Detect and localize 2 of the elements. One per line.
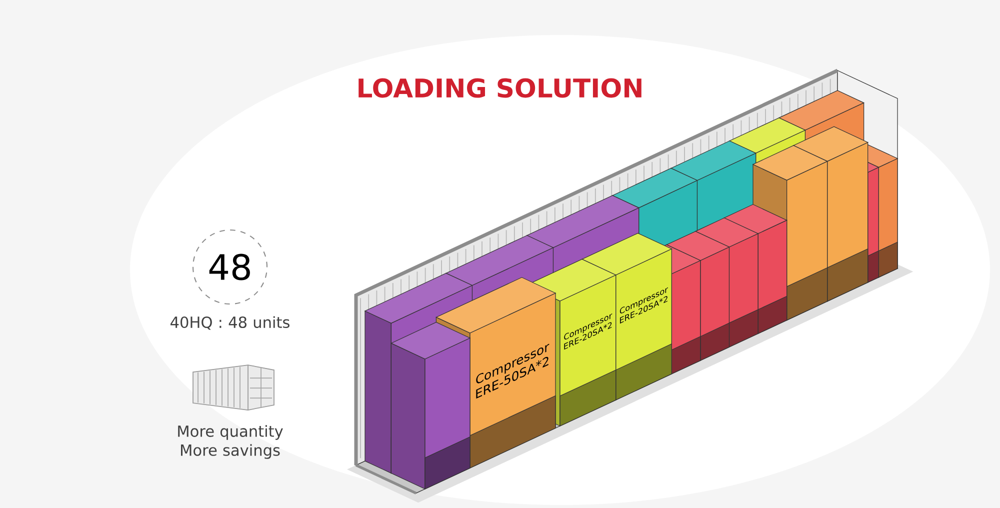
- title: LOADING SOLUTION: [358, 78, 642, 98]
- caption-text: More quantity More savings: [178, 425, 283, 459]
